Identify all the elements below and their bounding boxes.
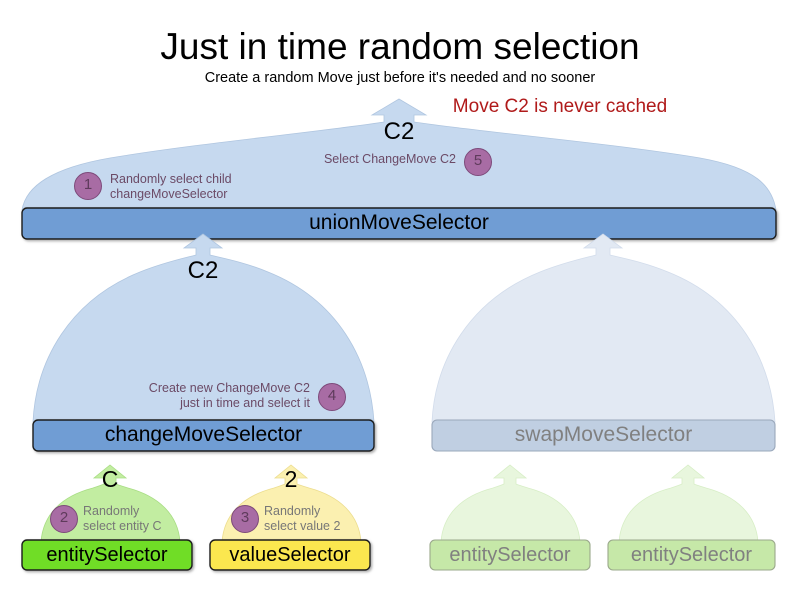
arrow-union-out <box>21 98 777 211</box>
box-swap-entity-selector-right[interactable] <box>607 539 776 571</box>
arrow-swap-entity-right-out <box>618 464 759 543</box>
box-change-move-selector[interactable] <box>32 419 375 452</box>
arrow-change-out <box>32 233 375 423</box>
box-swap-move-selector[interactable] <box>431 419 776 452</box>
arrow-value-out <box>221 464 362 543</box>
box-value-selector[interactable] <box>209 539 371 571</box>
box-swap-entity-selector-left[interactable] <box>429 539 591 571</box>
arrow-swap-out <box>431 233 776 423</box>
arrow-entity-out <box>40 464 181 543</box>
box-union-move-selector[interactable] <box>21 207 777 240</box>
arrow-swap-entity-left-out <box>440 464 581 543</box>
box-entity-selector[interactable] <box>21 539 193 571</box>
